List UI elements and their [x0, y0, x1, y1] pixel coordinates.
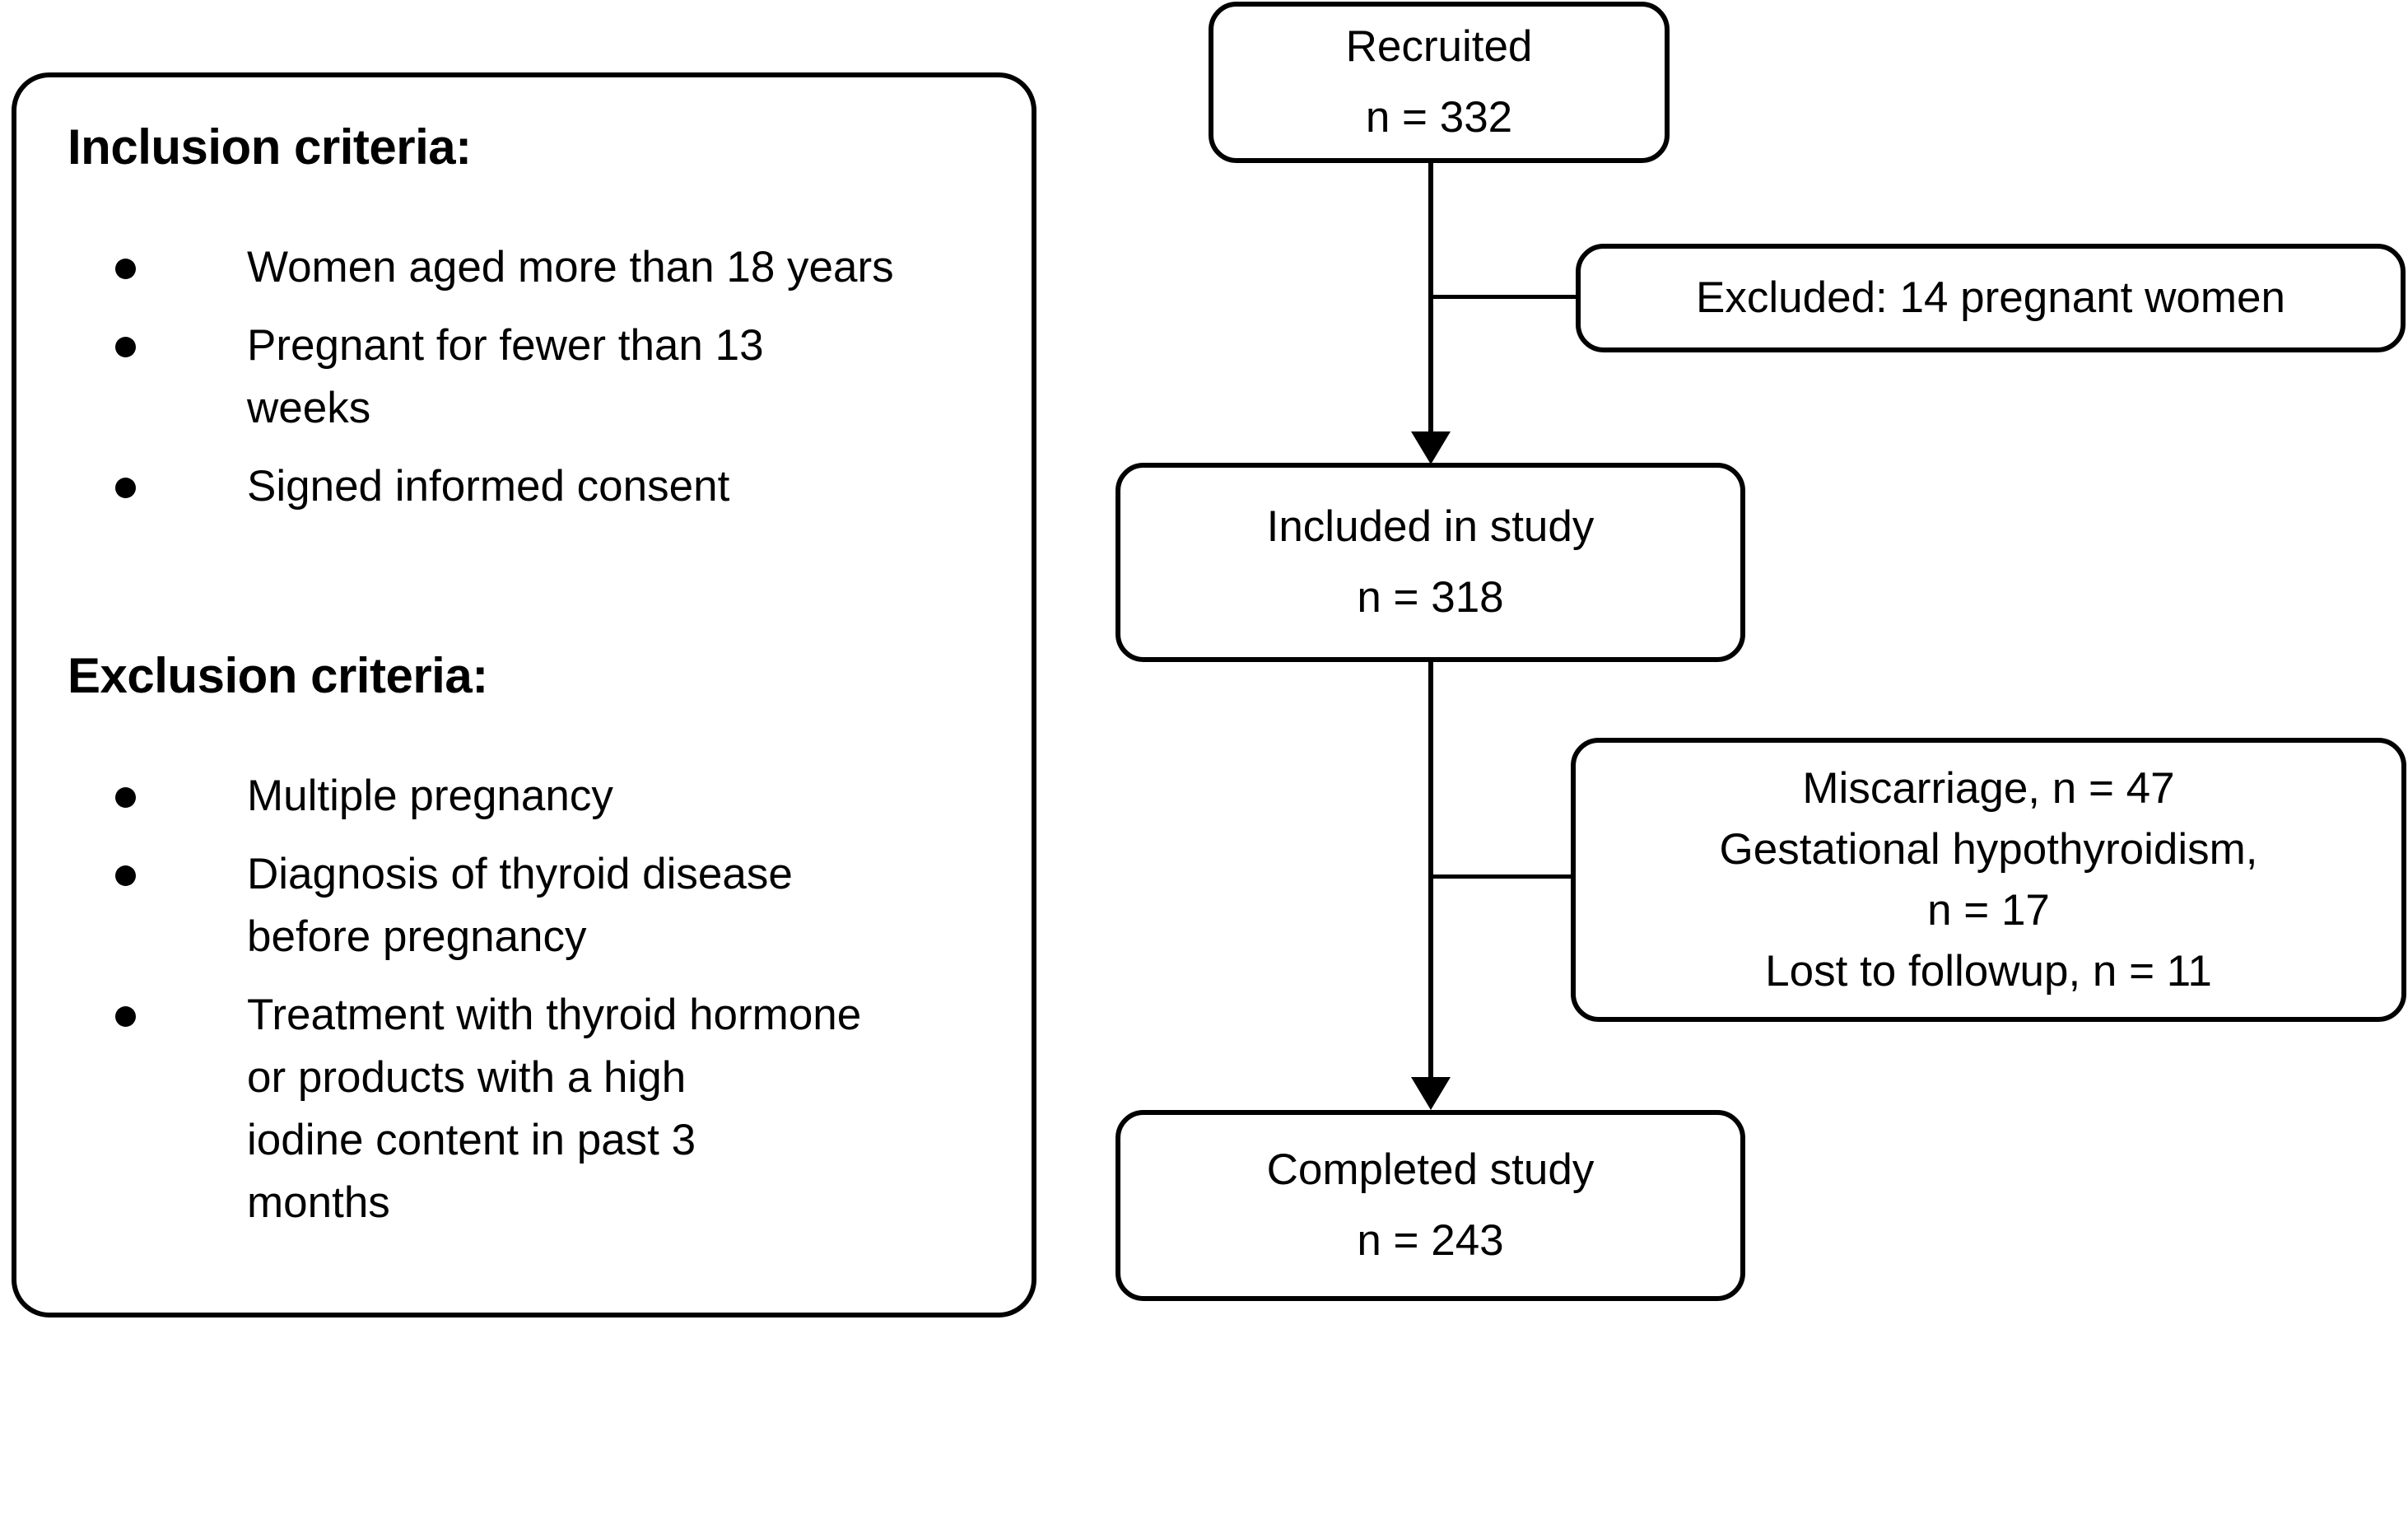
inclusion-criteria-list: Women aged more than 18 years Pregnant f… — [115, 236, 1021, 518]
list-item: Pregnant for fewer than 13 weeks — [115, 315, 1021, 440]
flow-node-excluded: Excluded: 14 pregnant women — [1576, 244, 2406, 352]
arrow-down-icon — [1411, 431, 1451, 464]
criteria-panel: Inclusion criteria: Women aged more than… — [12, 72, 1036, 1317]
arrow-down-icon — [1411, 1077, 1451, 1110]
flow-node-label: Recruited — [1345, 22, 1533, 71]
connector-branch-to-attrition — [1431, 874, 1572, 879]
list-item-label: Treatment with thyroid hormone or produc… — [247, 991, 862, 1227]
flow-node-label: Included in study — [1266, 502, 1595, 551]
flow-node-recruited: Recruited n = 332 — [1209, 2, 1670, 163]
inclusion-criteria-heading: Inclusion criteria: — [68, 119, 472, 175]
list-item: Women aged more than 18 years — [115, 236, 1021, 299]
attrition-hypothyroidism-count: n = 17 — [1927, 885, 2050, 935]
bullet-dot-icon — [115, 1006, 136, 1027]
attrition-lost-to-followup: Lost to followup, n = 11 — [1765, 946, 2212, 996]
bullet-dot-icon — [115, 259, 136, 279]
flow-node-label: Excluded: 14 pregnant women — [1696, 273, 2285, 322]
list-item: Diagnosis of thyroid disease before preg… — [115, 843, 1021, 968]
connector-branch-to-excluded — [1431, 295, 1577, 299]
bullet-dot-icon — [115, 337, 136, 357]
list-item: Signed informed consent — [115, 455, 1021, 518]
list-item-label: Multiple pregnancy — [247, 772, 613, 820]
exclusion-criteria-heading: Exclusion criteria: — [68, 648, 488, 703]
flow-node-count: n = 318 — [1357, 573, 1504, 622]
connector-included-to-completed — [1428, 660, 1433, 1080]
list-item-label: Women aged more than 18 years — [247, 243, 894, 291]
list-item-label: Signed informed consent — [247, 462, 730, 511]
bullet-dot-icon — [115, 865, 136, 886]
attrition-hypothyroidism-label: Gestational hypothyroidism, — [1719, 824, 2258, 874]
list-item-label: Pregnant for fewer than 13 weeks — [247, 321, 764, 432]
flow-node-attrition: Miscarriage, n = 47 Gestational hypothyr… — [1571, 738, 2406, 1022]
attrition-miscarriage: Miscarriage, n = 47 — [1802, 763, 2175, 813]
list-item-label: Diagnosis of thyroid disease before preg… — [247, 850, 793, 961]
flow-node-included-in-study: Included in study n = 318 — [1116, 463, 1745, 662]
participant-flow-diagram: Recruited n = 332 Excluded: 14 pregnant … — [1054, 0, 2408, 1539]
bullet-dot-icon — [115, 787, 136, 808]
flow-node-completed-study: Completed study n = 243 — [1116, 1110, 1745, 1301]
flow-node-label: Completed study — [1266, 1145, 1595, 1194]
flow-node-count: n = 243 — [1357, 1216, 1504, 1265]
bullet-dot-icon — [115, 478, 136, 498]
list-item: Treatment with thyroid hormone or produc… — [115, 984, 1021, 1234]
list-item: Multiple pregnancy — [115, 765, 1021, 828]
flow-node-count: n = 332 — [1365, 93, 1513, 142]
exclusion-criteria-list: Multiple pregnancy Diagnosis of thyroid … — [115, 765, 1021, 1234]
